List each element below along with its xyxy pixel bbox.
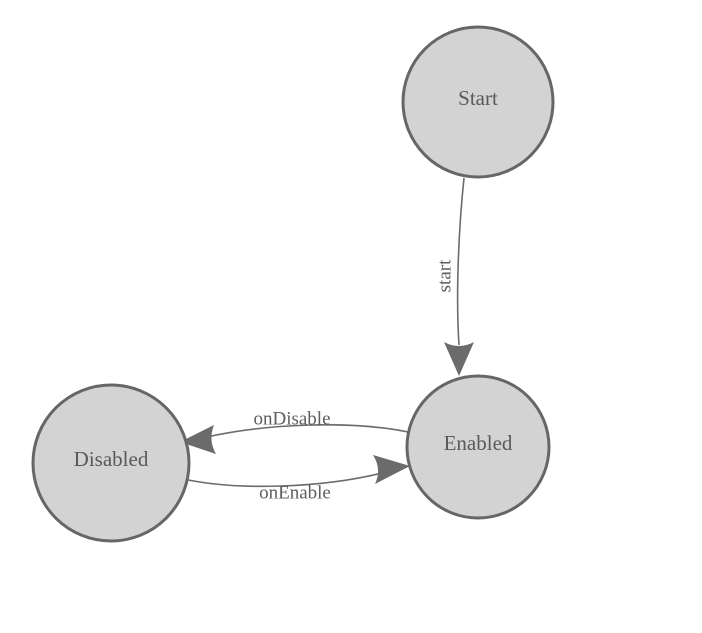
node-enabled[interactable]: Enabled xyxy=(405,374,551,520)
node-disabled-label: Disabled xyxy=(74,447,149,471)
edge-label-start: start xyxy=(434,259,455,292)
edge-disabled-to-enabled-path xyxy=(178,472,383,488)
edge-disabled-to-enabled[interactable]: onEnable xyxy=(178,455,410,503)
node-disabled[interactable]: Disabled xyxy=(31,383,191,543)
edge-label-ondisable: onDisable xyxy=(253,408,330,429)
node-enabled-label: Enabled xyxy=(444,431,513,455)
node-start-label: Start xyxy=(458,86,498,110)
edge-enabled-to-disabled[interactable]: onDisable xyxy=(180,408,409,454)
edge-start-to-enabled[interactable]: start xyxy=(434,177,474,376)
edge-enabled-to-disabled-arrowhead xyxy=(180,425,216,454)
node-enabled-circle xyxy=(405,374,551,520)
edge-start-to-enabled-path xyxy=(456,177,465,346)
edge-disabled-to-enabled-arrowhead xyxy=(373,455,410,484)
node-start[interactable]: Start xyxy=(401,25,555,179)
edge-enabled-to-disabled-path xyxy=(206,424,409,438)
node-disabled-circle xyxy=(31,383,191,543)
edge-start-to-enabled-arrowhead xyxy=(444,342,474,376)
edge-label-onenable: onEnable xyxy=(259,482,331,503)
node-start-circle xyxy=(401,25,555,179)
